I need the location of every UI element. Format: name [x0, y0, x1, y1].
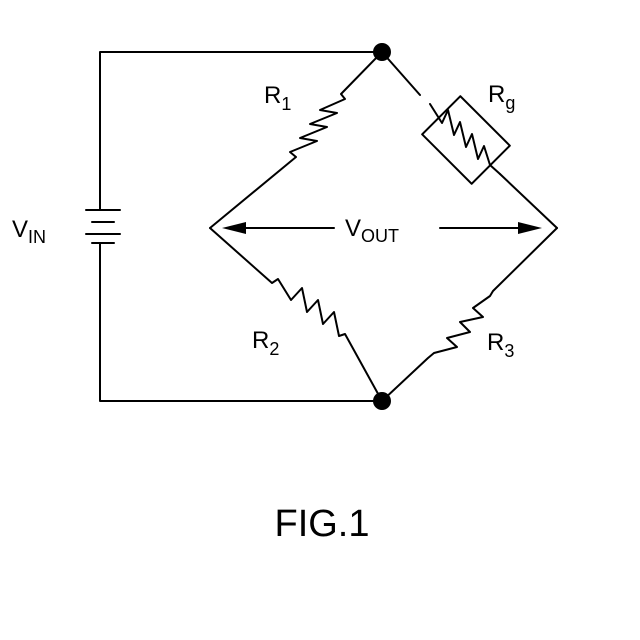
label-vin: VIN [12, 216, 46, 247]
resistor-r2 [210, 228, 382, 401]
battery-symbol [86, 210, 120, 243]
strain-gauge-rg [382, 52, 557, 228]
label-r2: R2 [252, 327, 279, 359]
label-r1: R1 [264, 82, 291, 114]
label-vout: VOUT [345, 215, 399, 246]
resistor-r3 [382, 228, 557, 401]
node-top [373, 43, 391, 61]
node-bottom [373, 392, 391, 410]
label-r3: R3 [487, 329, 514, 361]
figure-caption: FIG.1 [274, 503, 369, 545]
resistor-r1 [210, 52, 382, 228]
label-rg: Rg [488, 81, 515, 113]
wire-bottom [100, 243, 382, 401]
wire-top [100, 52, 382, 210]
